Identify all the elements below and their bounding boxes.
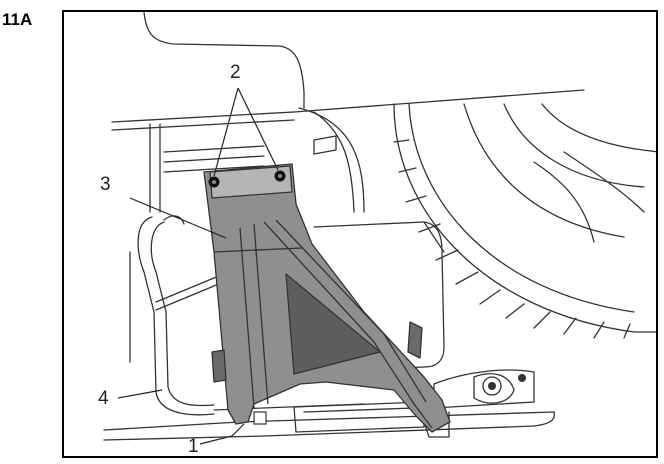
upper-body-outline (143, 12, 305, 109)
rib-2 (163, 155, 265, 163)
technical-illustration: 2 3 4 1 (98, 12, 656, 457)
skid-bracket (203, 163, 451, 433)
wheel-well-inner (313, 111, 355, 213)
mount-tab (313, 135, 337, 155)
tank-edge (423, 221, 445, 253)
bushing (482, 376, 502, 396)
arm-boss (473, 373, 515, 404)
callout-2: 2 (230, 62, 241, 83)
floor-box-inner (303, 407, 415, 413)
diagram-frame: 2 3 4 1 (62, 10, 658, 458)
callout-3: 3 (100, 174, 111, 195)
wheel-well (298, 107, 365, 213)
floor-box (293, 401, 425, 433)
body-panel-edge (111, 89, 585, 123)
tank-outline (313, 221, 445, 371)
callout-4: 4 (98, 388, 109, 409)
callout-1: 1 (188, 436, 199, 457)
control-arm (433, 369, 535, 409)
hose-left (137, 216, 215, 416)
leader-lines (117, 87, 279, 445)
body-panel-edge-2 (111, 119, 295, 131)
hose-clip (163, 215, 185, 225)
hose-left-inner (150, 221, 215, 407)
bushing-center (488, 382, 496, 390)
figure-label: 11A (2, 10, 33, 29)
floor-rail (103, 411, 556, 441)
lower-fastener (253, 411, 267, 425)
rib-3 (163, 165, 265, 173)
arm-bolt (518, 374, 526, 382)
tire (393, 103, 656, 339)
rib-1 (163, 145, 265, 153)
